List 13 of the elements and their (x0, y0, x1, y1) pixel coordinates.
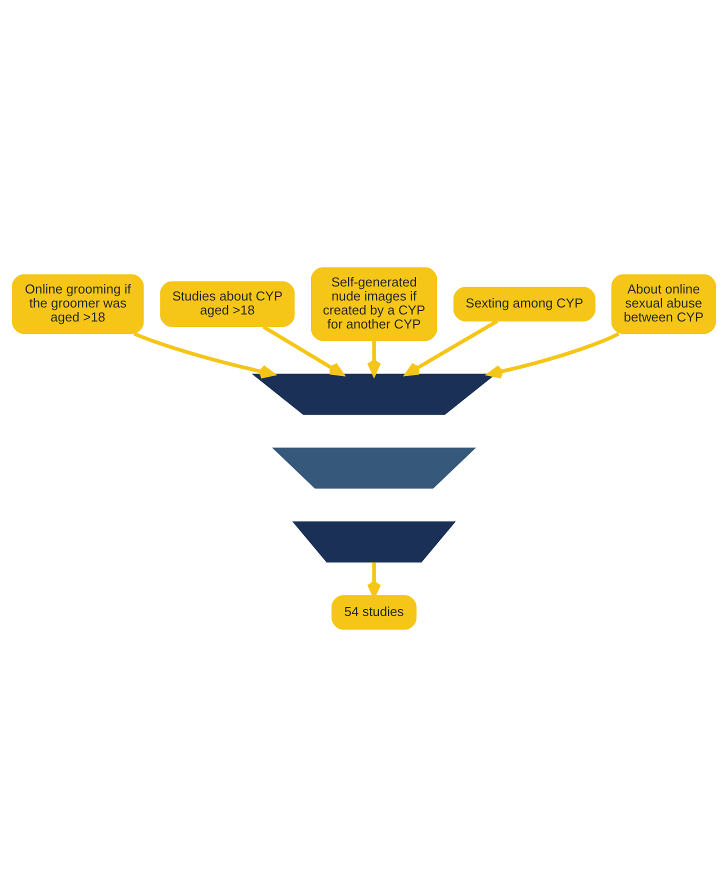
node-box: About online sexual abuse between CYP (611, 274, 716, 334)
arrow (262, 324, 344, 376)
node-box: Studies about CYP aged >18 (160, 280, 295, 327)
arrow (404, 318, 498, 376)
node-bar (292, 520, 456, 562)
node-bar (272, 447, 476, 488)
arrow (487, 332, 620, 378)
arrow (133, 331, 275, 378)
node-box: 54 studies (332, 594, 417, 630)
node-box: Self-generated nude images if created by a CYP for another CYP (310, 266, 438, 341)
node-box: Sexting among CYP (453, 286, 596, 321)
node-box: Online grooming if the groomer was aged >18 (12, 274, 144, 334)
arrow (367, 562, 381, 597)
